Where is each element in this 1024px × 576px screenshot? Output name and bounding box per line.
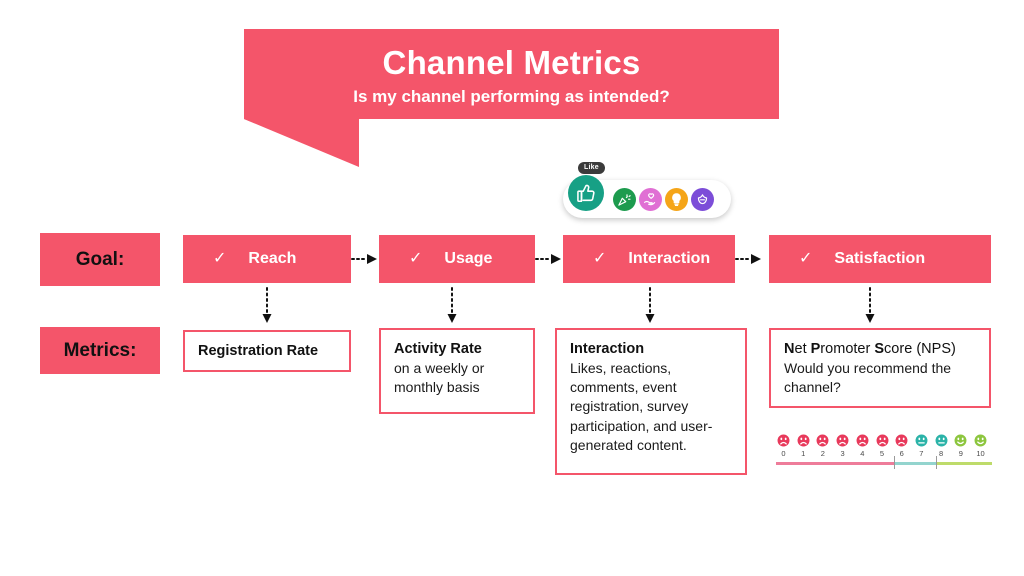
sad-face-icon — [797, 434, 810, 447]
nps-tick-label: 7 — [919, 449, 924, 458]
metric-title: Activity Rate — [394, 341, 482, 357]
metric-box-interaction[interactable]: Interaction Likes, reactions, comments, … — [555, 328, 747, 475]
metric-box-registration-rate[interactable]: Registration Rate — [183, 330, 351, 372]
nps-scale[interactable]: 0 1 2 3 4 5 6 7 8 9 10 — [776, 434, 992, 478]
sad-face-icon — [876, 434, 888, 447]
goal-label: Interaction — [628, 250, 711, 267]
happy-face-icon — [974, 434, 987, 447]
nps-tick-label: 4 — [860, 449, 865, 458]
nps-point-6[interactable]: 6 — [894, 434, 909, 458]
sad-face-icon — [895, 434, 908, 447]
support-icon[interactable] — [639, 188, 662, 211]
nps-divider — [936, 456, 937, 469]
check-icon: ✓ — [593, 250, 607, 267]
sad-face-icon — [856, 434, 869, 447]
page-title: Channel Metrics — [382, 44, 641, 81]
nps-point-4[interactable]: 4 — [855, 434, 870, 458]
arrow-right-icon — [735, 253, 763, 265]
neutral-face-icon — [935, 434, 948, 447]
page-subtitle: Is my channel performing as intended? — [353, 87, 670, 106]
arrow-down-icon — [864, 287, 876, 325]
arrow-down-icon — [644, 287, 656, 325]
metric-title: Net Promoter Score (NPS) — [784, 341, 956, 357]
nps-divider — [894, 456, 895, 469]
arrow-right-icon — [535, 253, 563, 265]
nps-point-8[interactable]: 8 — [934, 434, 949, 458]
nps-tick-label: 5 — [879, 449, 885, 458]
nps-point-10[interactable]: 10 — [973, 434, 988, 458]
speech-bubble-tail-icon — [244, 119, 359, 167]
nps-point-7[interactable]: 7 — [914, 434, 929, 458]
insightful-icon[interactable] — [665, 188, 688, 211]
nps-point-1[interactable]: 1 — [796, 434, 811, 458]
neutral-face-icon — [915, 434, 928, 447]
nps-baseline-passives — [894, 462, 936, 465]
nps-baseline-promoters — [936, 462, 992, 465]
nps-point-5[interactable]: 5 — [875, 434, 890, 458]
nps-tick-label: 1 — [801, 449, 806, 458]
metric-description: Likes, reactions, comments, event regist… — [570, 360, 713, 453]
sad-face-icon — [836, 434, 849, 447]
nps-baseline-detractors — [776, 462, 894, 465]
goal-label: Usage — [444, 250, 493, 267]
goal-label: Satisfaction — [834, 250, 926, 267]
nps-tick-label: 3 — [840, 449, 845, 458]
check-icon: ✓ — [799, 250, 813, 267]
funny-icon[interactable] — [691, 188, 714, 211]
goal-box-usage[interactable]: ✓ Usage — [379, 235, 535, 283]
metric-title: Registration Rate — [198, 342, 319, 359]
metric-box-nps[interactable]: Net Promoter Score (NPS) Would you recom… — [769, 328, 991, 408]
nps-tick-label: 10 — [976, 449, 985, 458]
goal-row-label: Goal: — [40, 233, 160, 286]
happy-face-icon — [954, 434, 967, 447]
goal-box-interaction[interactable]: ✓ Interaction — [563, 235, 735, 283]
nps-tick-label: 2 — [820, 449, 825, 458]
nps-tick-label: 9 — [958, 449, 963, 458]
arrow-right-icon — [351, 253, 379, 265]
like-icon[interactable] — [568, 175, 604, 211]
check-icon: ✓ — [213, 250, 227, 267]
title-speech-bubble: Channel Metrics Is my channel performing… — [244, 29, 779, 119]
metric-title: Interaction — [570, 341, 645, 357]
metrics-row-label: Metrics: — [40, 327, 160, 374]
celebrate-icon[interactable] — [613, 188, 636, 211]
nps-tick-label: 8 — [939, 449, 944, 458]
nps-point-9[interactable]: 9 — [953, 434, 968, 458]
check-icon: ✓ — [409, 250, 423, 267]
nps-point-2[interactable]: 2 — [815, 434, 830, 458]
nps-point-0[interactable]: 0 — [776, 434, 791, 458]
goal-label: Reach — [248, 250, 297, 267]
goal-box-satisfaction[interactable]: ✓ Satisfaction — [769, 235, 991, 283]
sad-face-icon — [777, 434, 790, 447]
nps-point-3[interactable]: 3 — [835, 434, 850, 458]
arrow-down-icon — [446, 287, 458, 325]
metric-box-activity-rate[interactable]: Activity Rate on a weekly or monthly bas… — [379, 328, 535, 414]
metric-description: on a weekly or monthly basis — [394, 360, 485, 396]
arrow-down-icon — [261, 287, 273, 325]
nps-tick-label: 0 — [781, 449, 786, 458]
like-tooltip: Like — [578, 162, 605, 174]
sad-face-icon — [816, 434, 829, 447]
goal-box-reach[interactable]: ✓ Reach — [183, 235, 351, 283]
nps-tick-label: 6 — [899, 449, 904, 458]
metric-description: Would you recommend the channel? — [784, 360, 952, 396]
